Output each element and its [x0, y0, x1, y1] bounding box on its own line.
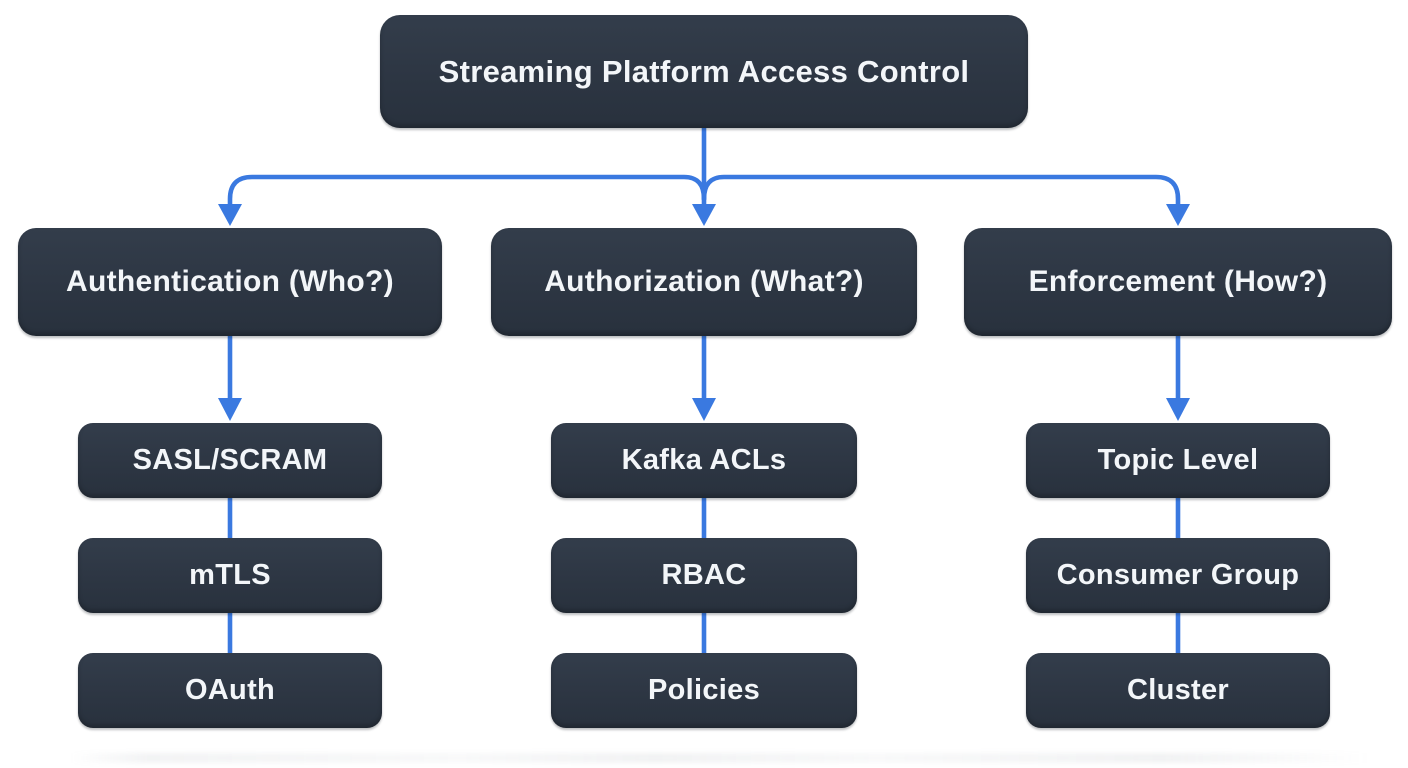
node-consumer-group: Consumer Group [1026, 538, 1330, 613]
child-chain-lines [227, 494, 1181, 658]
node-root: Streaming Platform Access Control [380, 15, 1028, 128]
root-branch-connector [218, 125, 1190, 226]
branch-child-arrows [218, 333, 1190, 421]
node-enforcement: Enforcement (How?) [964, 228, 1392, 336]
node-authorization: Authorization (What?) [491, 228, 917, 336]
node-kafka-acls: Kafka ACLs [551, 423, 857, 498]
node-cluster: Cluster [1026, 653, 1330, 728]
node-authentication: Authentication (Who?) [18, 228, 442, 336]
node-policies: Policies [551, 653, 857, 728]
node-sasl-scram: SASL/SCRAM [78, 423, 382, 498]
node-oauth: OAuth [78, 653, 382, 728]
node-rbac: RBAC [551, 538, 857, 613]
node-mtls: mTLS [78, 538, 382, 613]
node-topic-level: Topic Level [1026, 423, 1330, 498]
